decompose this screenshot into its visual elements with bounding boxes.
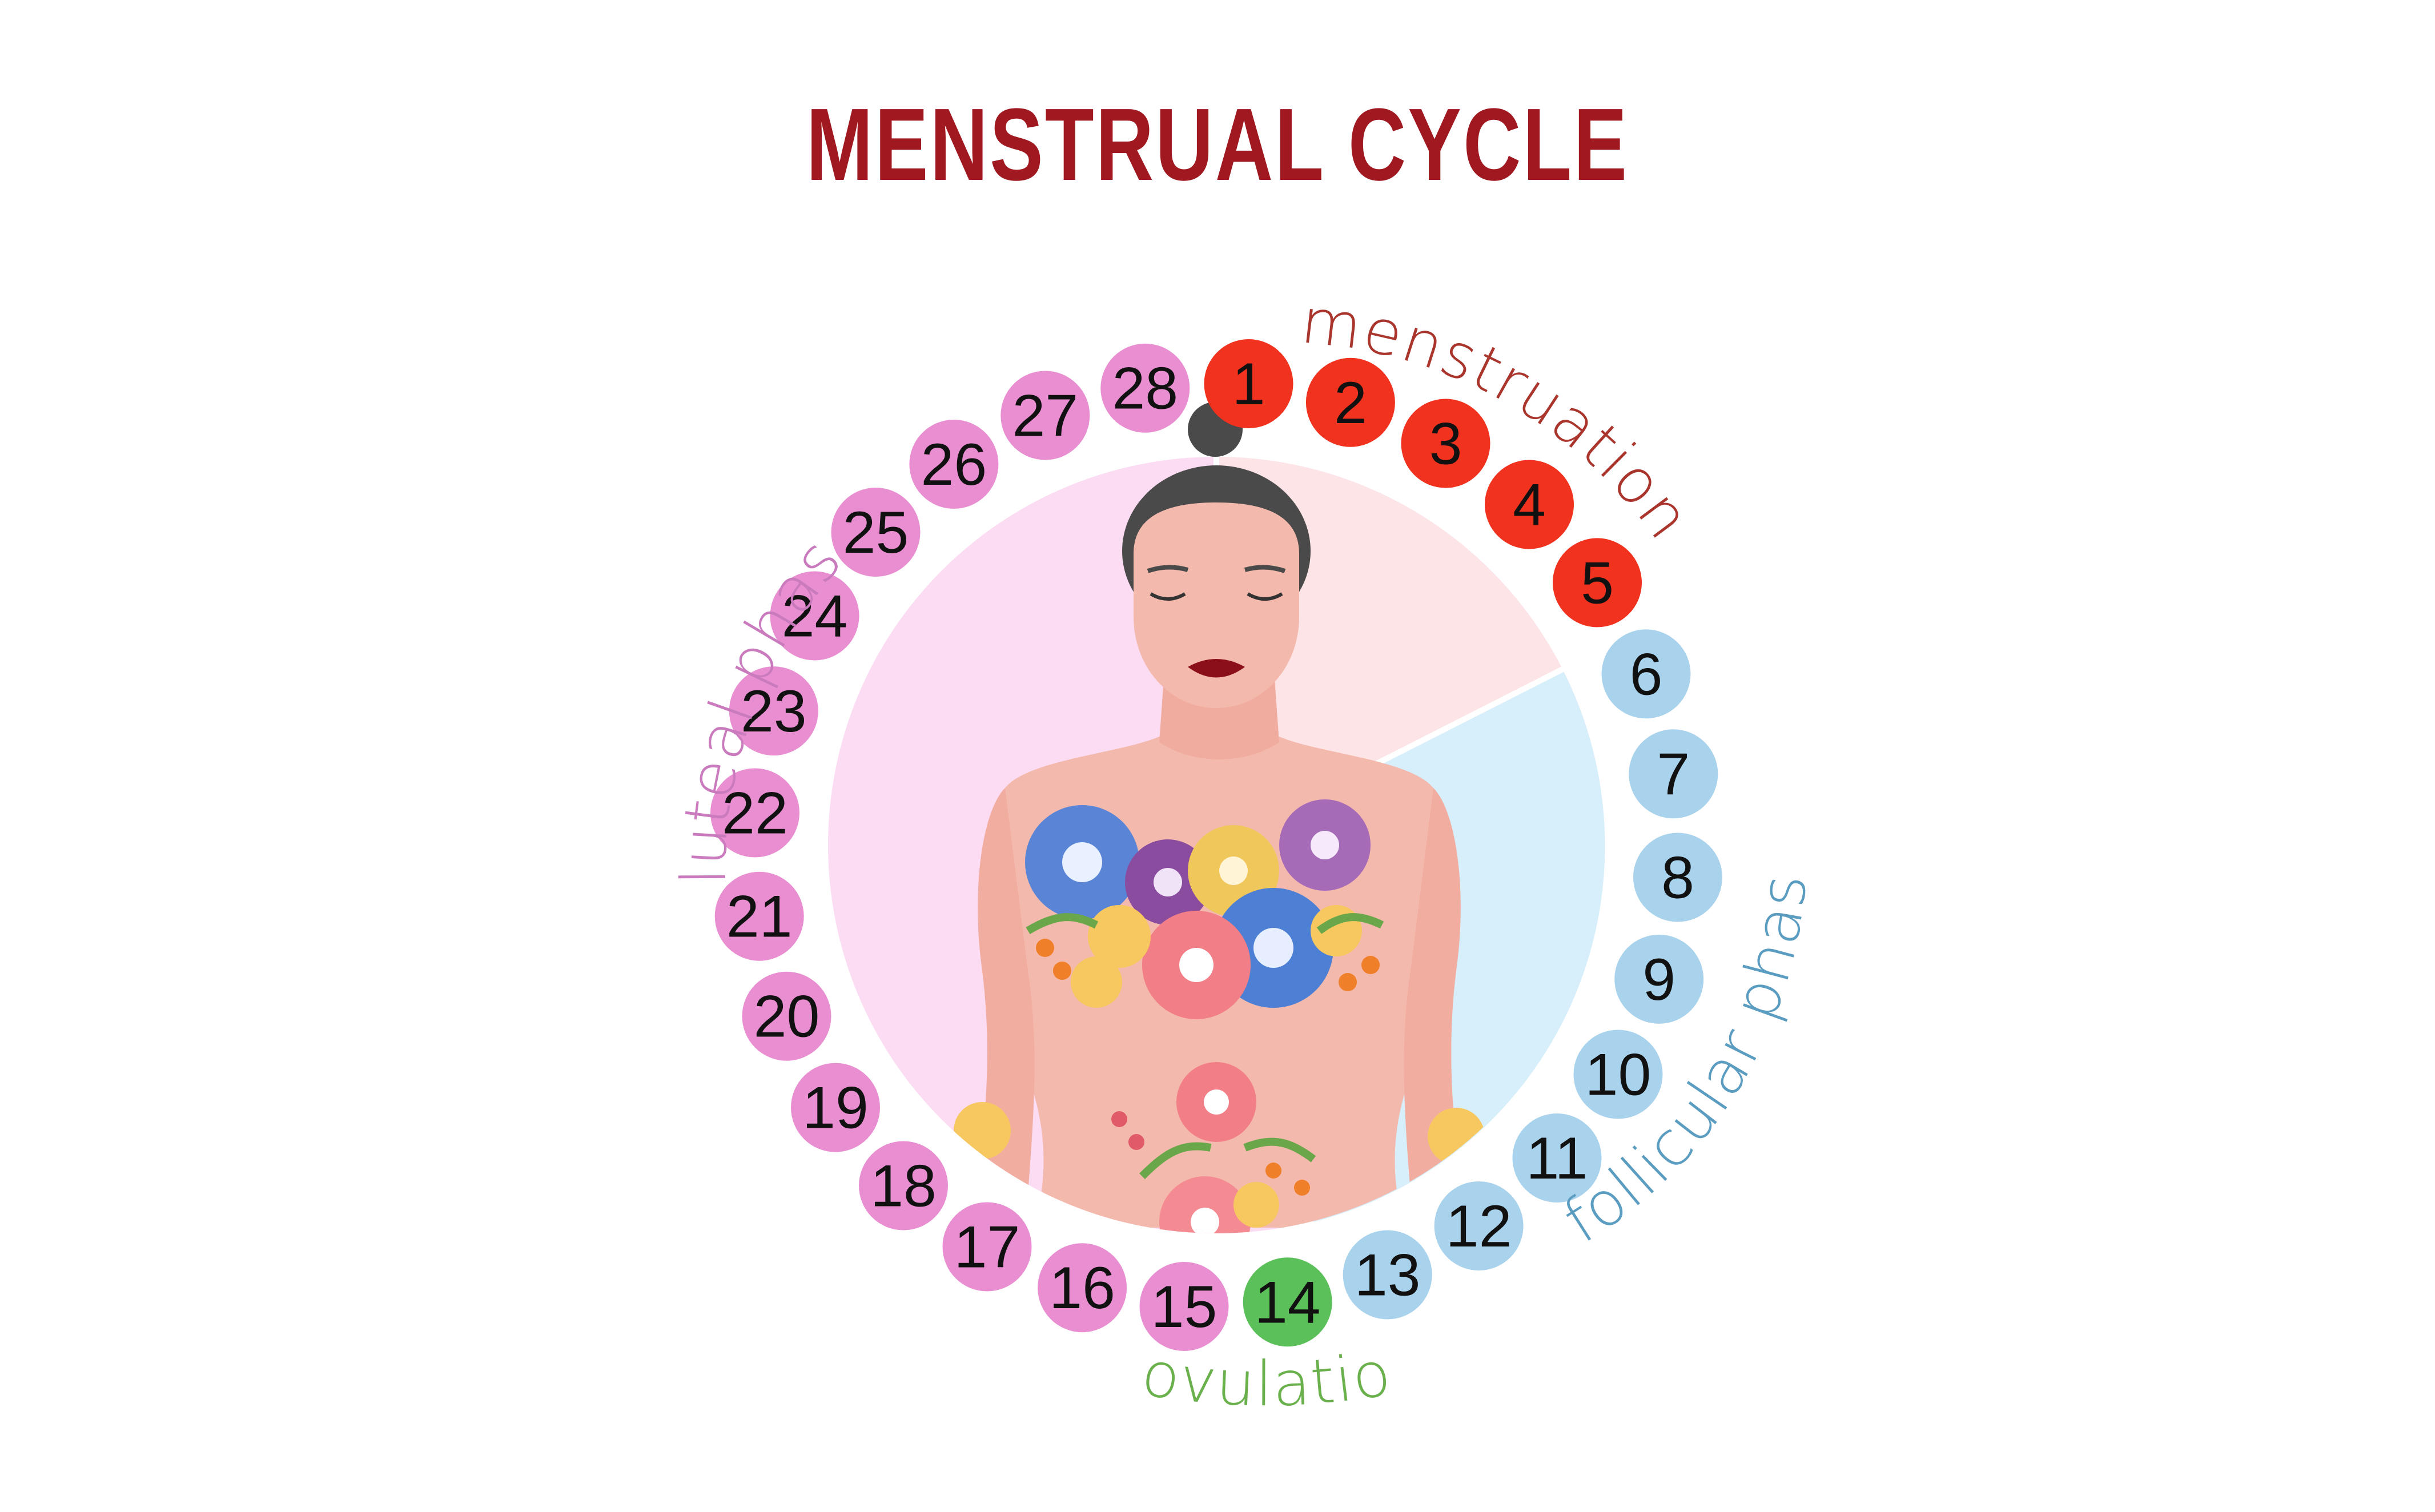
- day-16-label: 16: [1049, 1255, 1115, 1321]
- day-28-marker: 28: [1100, 344, 1190, 433]
- day-21-label: 21: [726, 884, 793, 950]
- day-26-label: 26: [921, 432, 987, 498]
- day-16-marker: 16: [1038, 1243, 1127, 1332]
- day-5-marker: 5: [1553, 538, 1642, 627]
- day-2-marker: 2: [1306, 358, 1395, 447]
- day-27-marker: 27: [1000, 371, 1090, 460]
- day-6-label: 6: [1630, 641, 1663, 707]
- day-2-label: 2: [1334, 370, 1367, 436]
- day-13-marker: 13: [1343, 1230, 1432, 1320]
- day-20-label: 20: [754, 984, 820, 1050]
- day-10-label: 10: [1585, 1042, 1652, 1108]
- day-20-marker: 20: [742, 972, 831, 1061]
- day-17-label: 17: [954, 1215, 1020, 1281]
- day-15-marker: 15: [1140, 1262, 1229, 1351]
- day-1-marker: 1: [1204, 339, 1293, 428]
- day-6-marker: 6: [1602, 629, 1691, 718]
- day-9-label: 9: [1642, 947, 1675, 1013]
- day-18-marker: 18: [859, 1141, 948, 1230]
- day-7-label: 7: [1657, 741, 1690, 807]
- day-8-marker: 8: [1633, 833, 1722, 922]
- day-12-label: 12: [1446, 1193, 1512, 1260]
- day-4-marker: 4: [1485, 460, 1574, 549]
- luteal-phase-label: luteal phase: [0, 0, 856, 886]
- day-3-marker: 3: [1401, 399, 1490, 488]
- day-14-marker: 14: [1243, 1257, 1332, 1346]
- woman-head-icon: [1122, 402, 1311, 708]
- day-1-label: 1: [1232, 351, 1265, 417]
- day-8-label: 8: [1661, 845, 1694, 911]
- day-14-label: 14: [1255, 1269, 1321, 1336]
- day-25-label: 25: [843, 500, 909, 566]
- day-17-marker: 17: [943, 1203, 1032, 1292]
- day-26-marker: 26: [909, 420, 998, 509]
- day-5-label: 5: [1581, 550, 1614, 616]
- day-10-marker: 10: [1574, 1030, 1663, 1119]
- day-18-label: 18: [870, 1153, 937, 1220]
- day-4-label: 4: [1513, 472, 1546, 538]
- day-19-marker: 19: [791, 1063, 880, 1152]
- day-28-label: 28: [1112, 356, 1178, 422]
- day-9-marker: 9: [1614, 935, 1703, 1024]
- day-7-marker: 7: [1629, 729, 1718, 818]
- day-3-label: 3: [1429, 411, 1462, 477]
- day-12-marker: 12: [1435, 1181, 1524, 1270]
- day-27-label: 27: [1012, 383, 1078, 449]
- day-19-label: 19: [802, 1075, 869, 1141]
- day-21-marker: 21: [715, 872, 804, 961]
- day-13-label: 13: [1355, 1242, 1421, 1309]
- day-15-label: 15: [1151, 1274, 1218, 1340]
